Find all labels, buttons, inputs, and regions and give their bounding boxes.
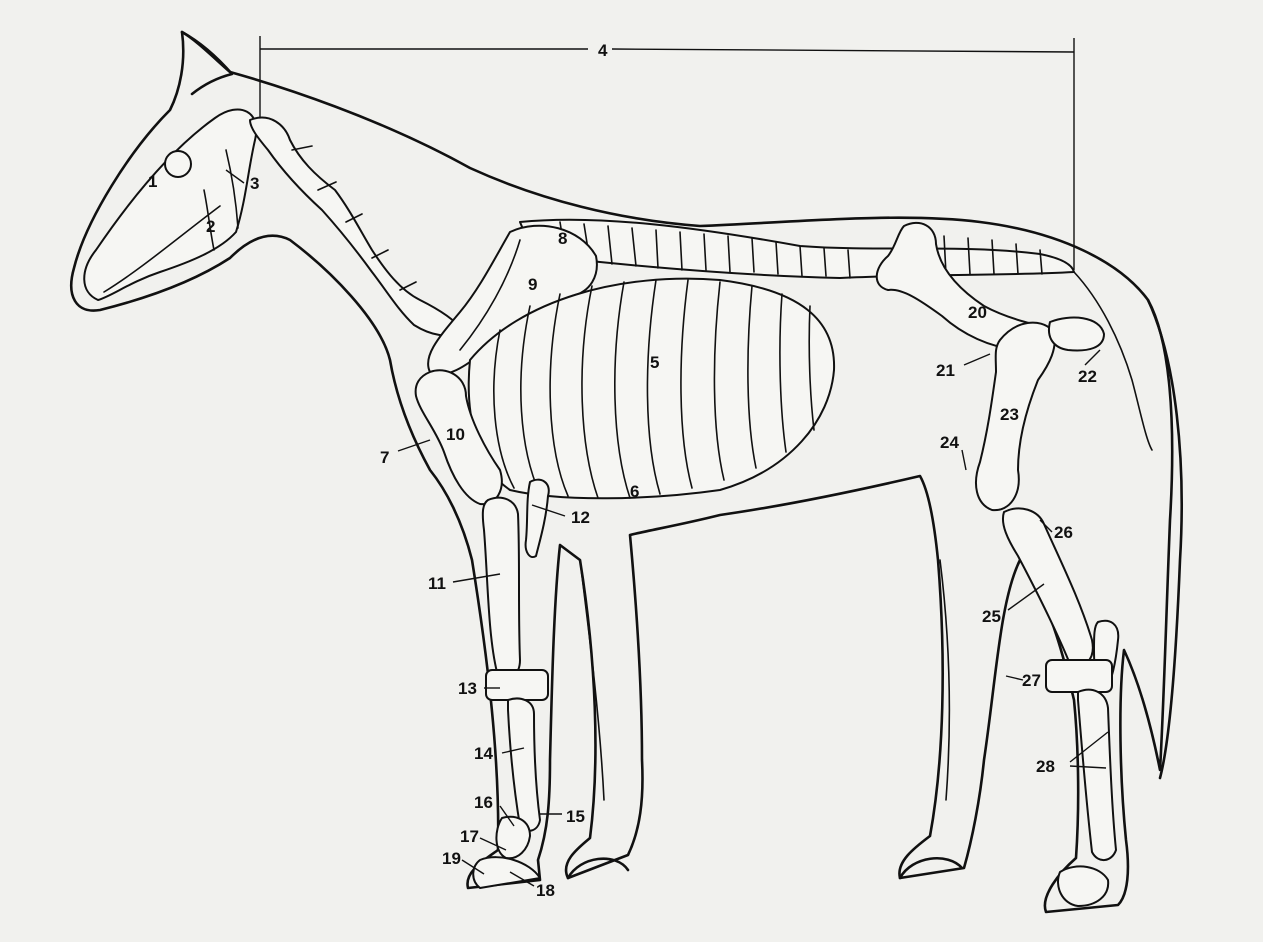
callout-label-25: 25 bbox=[982, 607, 1001, 626]
callout-label-20: 20 bbox=[968, 303, 987, 322]
callout-label-15: 15 bbox=[566, 807, 585, 826]
callout-label-2: 2 bbox=[206, 217, 215, 236]
callout-label-6: 6 bbox=[630, 482, 639, 501]
callout-label-4: 4 bbox=[598, 41, 608, 60]
callout-label-21: 21 bbox=[936, 361, 955, 380]
callout-label-14: 14 bbox=[474, 744, 493, 763]
callout-label-24: 24 bbox=[940, 433, 959, 452]
callout-label-19: 19 bbox=[442, 849, 461, 868]
callout-label-26: 26 bbox=[1054, 523, 1073, 542]
callout-label-10: 10 bbox=[446, 425, 465, 444]
callout-label-27: 27 bbox=[1022, 671, 1041, 690]
callout-label-12: 12 bbox=[571, 508, 590, 527]
callout-label-11: 11 bbox=[428, 574, 446, 593]
callout-label-23: 23 bbox=[1000, 405, 1019, 424]
callout-label-7: 7 bbox=[380, 448, 389, 467]
callout-label-22: 22 bbox=[1078, 367, 1097, 386]
orbit bbox=[165, 151, 191, 177]
callout-label-5: 5 bbox=[650, 353, 659, 372]
callout-label-18: 18 bbox=[536, 881, 555, 900]
callout-label-1: 1 bbox=[148, 172, 157, 191]
callout-label-8: 8 bbox=[558, 229, 567, 248]
callout-label-16: 16 bbox=[474, 793, 493, 812]
callout-label-28: 28 bbox=[1036, 757, 1055, 776]
callout-label-9: 9 bbox=[528, 275, 537, 294]
callout-label-3: 3 bbox=[250, 174, 259, 193]
callout-label-13: 13 bbox=[458, 679, 477, 698]
callout-label-17: 17 bbox=[460, 827, 479, 846]
hip-joint bbox=[1049, 318, 1104, 351]
